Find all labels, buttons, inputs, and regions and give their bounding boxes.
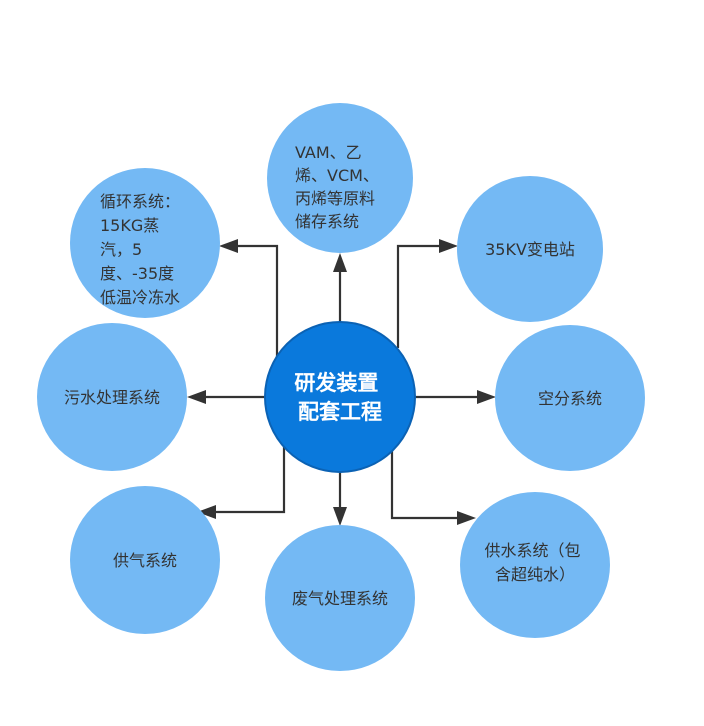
- hub-node[interactable]: 研发装置 配套工程: [264, 321, 416, 473]
- arrowhead: [333, 253, 347, 272]
- arrowhead: [439, 239, 458, 253]
- node-label: 烯、VCM、: [295, 166, 379, 185]
- node-label: 储存系统: [295, 212, 359, 231]
- node-label: 低温冷冻水: [100, 288, 180, 307]
- node-label: 废气处理系统: [292, 589, 388, 608]
- edge-to-substation: [396, 244, 440, 348]
- arrowhead: [477, 390, 496, 404]
- node-label: 35KV变电站: [485, 240, 575, 259]
- edges: [187, 239, 496, 526]
- svg-text:循环系统： 15KG蒸 汽，5: 循环系统： 15KG蒸 汽，5 度、-35度 低温冷冻水: [100, 192, 185, 307]
- node-wastewater[interactable]: 污水处理系统: [37, 323, 187, 471]
- node-gas-supply[interactable]: 供气系统: [70, 486, 220, 634]
- node-circulation[interactable]: 循环系统： 15KG蒸 汽，5 度、-35度 低温冷冻水: [70, 168, 220, 318]
- node-label: 污水处理系统: [64, 388, 160, 407]
- node-label: 汽，5: [100, 240, 142, 259]
- arrowhead: [457, 511, 476, 525]
- svg-text:研发装置 配套工程: 研发装置 配套工程: [294, 371, 385, 424]
- node-water-supply[interactable]: 供水系统（包 含超纯水）: [460, 492, 610, 638]
- node-substation[interactable]: 35KV变电站: [457, 176, 603, 322]
- arrowhead: [197, 505, 216, 519]
- node-label: 供气系统: [113, 551, 177, 570]
- node-label: 丙烯等原料: [295, 189, 375, 208]
- edge-to-circulation: [236, 244, 279, 362]
- node-label: 空分系统: [538, 389, 602, 408]
- arrowhead: [219, 239, 238, 253]
- svg-text:VAM、乙 烯、VCM、 丙烯等原料: VAM、乙 烯、VCM、 丙烯等原料 储存系统: [295, 143, 384, 231]
- node-label: 供水系统（包: [484, 541, 580, 560]
- hub-label: 研发装置: [294, 371, 378, 395]
- node-label: 含超纯水）: [495, 565, 575, 584]
- arrowhead: [187, 390, 206, 404]
- node-label: VAM、乙: [295, 143, 362, 162]
- node-exhaust[interactable]: 废气处理系统: [265, 525, 415, 671]
- node-label: 循环系统：: [100, 192, 180, 211]
- edge-to-water-supply: [390, 450, 458, 520]
- node-label: 度、-35度: [100, 264, 174, 283]
- edge-to-gas-supply: [214, 445, 286, 514]
- node-storage[interactable]: VAM、乙 烯、VCM、 丙烯等原料 储存系统: [267, 103, 413, 253]
- arrowhead: [333, 507, 347, 526]
- node-label: 15KG蒸: [100, 216, 159, 235]
- node-air-separation[interactable]: 空分系统: [495, 325, 645, 471]
- svg-text:供水系统（包 含超纯水）: 供水系统（包 含超纯水）: [484, 541, 585, 584]
- hub-label: 配套工程: [298, 400, 382, 424]
